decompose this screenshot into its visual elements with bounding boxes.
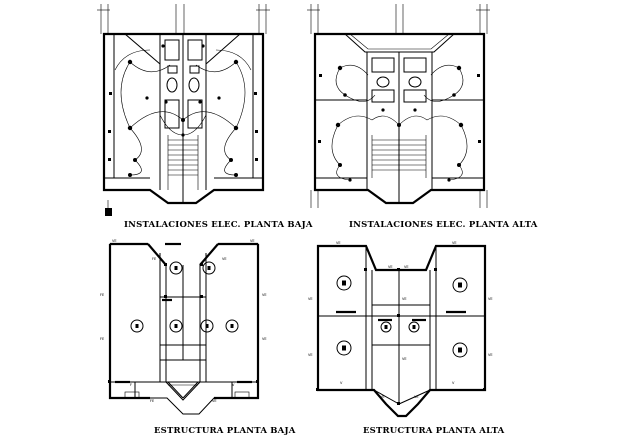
svg-text:VE: VE: [388, 265, 393, 269]
svg-text:VE: VE: [250, 239, 255, 243]
svg-text:VE: VE: [308, 353, 313, 357]
caption-estructura-planta-baja: ESTRUCTURA PLANTA BAJA: [154, 426, 296, 436]
svg-text:VE: VE: [404, 265, 409, 269]
svg-text:VE: VE: [336, 241, 341, 245]
plan-elec-planta-alta: [307, 4, 490, 208]
svg-text:VE: VE: [414, 395, 419, 399]
plan-estructura-planta-baja: FE FE VE VE FE VE F V FE VE VE VE: [100, 239, 267, 415]
svg-text:F: F: [130, 383, 132, 387]
plan-elec-planta-baja: [97, 4, 270, 216]
svg-text:V: V: [232, 383, 235, 387]
svg-text:VE: VE: [212, 399, 217, 403]
plan-estructura-planta-alta: VE VE VE VE VE VE VE VE V V VE VE VE VE: [308, 241, 493, 418]
svg-text:VE: VE: [488, 297, 493, 301]
svg-text:VE: VE: [112, 239, 117, 243]
svg-text:VE: VE: [402, 297, 407, 301]
caption-elec-planta-baja: INSTALACIONES ELEC. PLANTA BAJA: [124, 220, 313, 230]
svg-text:VE: VE: [402, 357, 407, 361]
svg-text:VE: VE: [380, 395, 385, 399]
svg-text:VE: VE: [488, 353, 493, 357]
svg-text:VE: VE: [308, 297, 313, 301]
svg-text:VE: VE: [262, 293, 267, 297]
svg-text:FE: FE: [152, 257, 156, 261]
svg-text:FE: FE: [100, 337, 104, 341]
svg-text:VE: VE: [452, 241, 457, 245]
caption-estructura-planta-alta: ESTRUCTURA PLANTA ALTA: [363, 426, 505, 436]
caption-elec-planta-alta: INSTALACIONES ELEC. PLANTA ALTA: [349, 220, 538, 230]
svg-text:VE: VE: [222, 257, 227, 261]
svg-text:VE: VE: [262, 337, 267, 341]
svg-text:FE: FE: [150, 399, 154, 403]
svg-text:V: V: [340, 381, 343, 385]
svg-text:FE: FE: [100, 293, 104, 297]
svg-text:V: V: [452, 381, 455, 385]
